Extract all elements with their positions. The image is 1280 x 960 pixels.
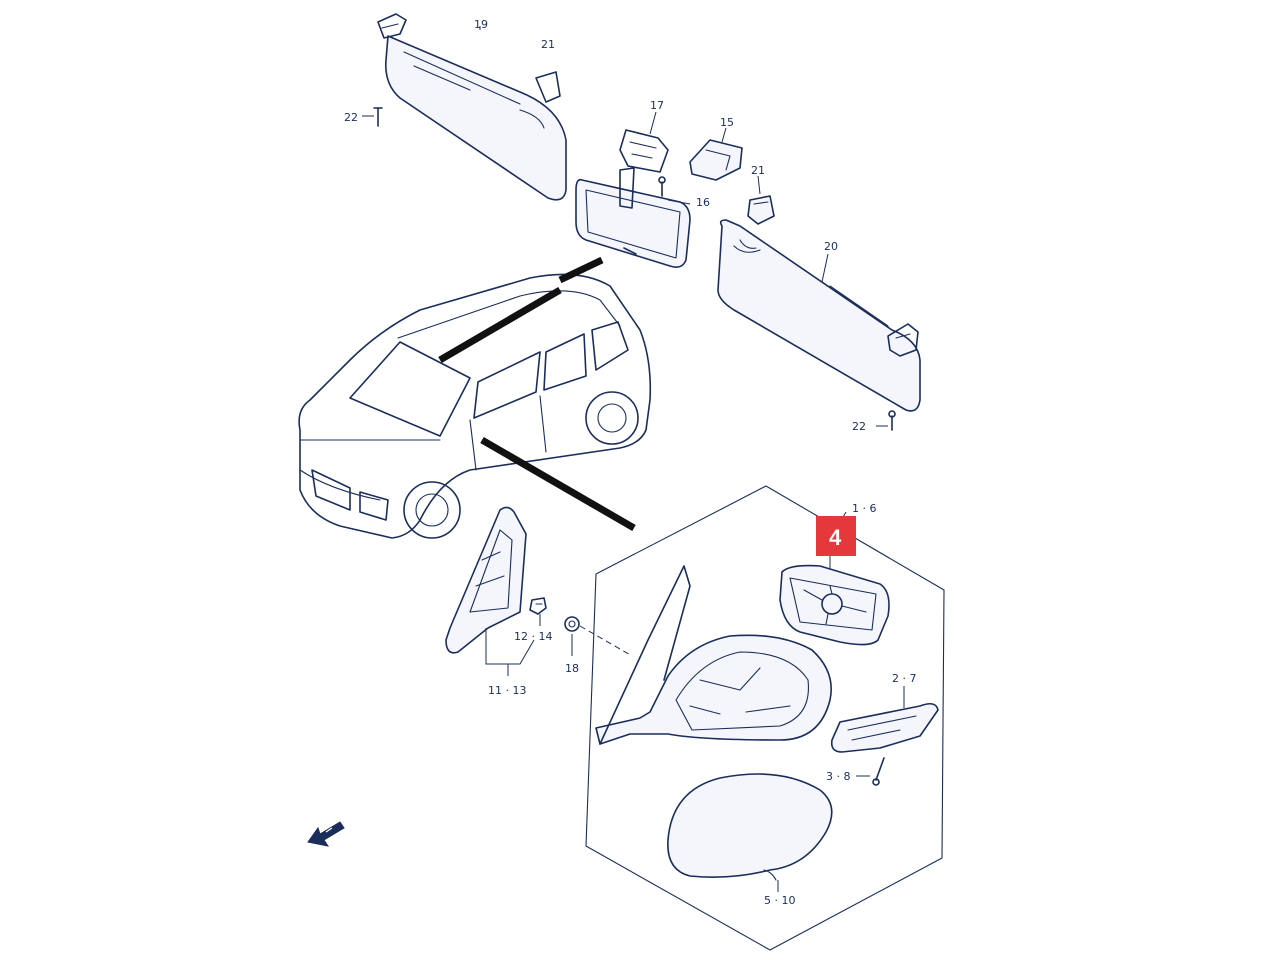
- label-18: 18: [565, 662, 579, 675]
- bracket: [689, 127, 743, 181]
- front-arrow-icon: [307, 821, 345, 847]
- assembly-frame: [585, 485, 945, 951]
- label-21-right: 21: [751, 164, 765, 177]
- highlight-badge: 4: [816, 516, 856, 572]
- label-11-13: 11 · 13: [488, 684, 526, 697]
- holder-right: [747, 175, 775, 225]
- label-12-14: 12 · 14: [514, 630, 552, 643]
- screw-right: [876, 410, 896, 431]
- mirror-glass: [779, 564, 890, 646]
- lamp-screw: [856, 757, 885, 786]
- highlight-number: 4: [829, 525, 842, 550]
- label-1-6: 1 · 6: [852, 502, 877, 515]
- label-17: 17: [650, 99, 664, 112]
- label-5-10: 5 · 10: [764, 894, 796, 907]
- grommet: [564, 616, 633, 657]
- screw-left: [362, 107, 383, 127]
- label-19: 19: [474, 18, 488, 31]
- label-22-left: 22: [344, 111, 358, 124]
- mirror-housing: [595, 565, 832, 745]
- turn-lamp: [830, 686, 939, 753]
- sunvisor-left: [377, 13, 567, 201]
- clip: [529, 597, 547, 626]
- car-illustration: [298, 273, 652, 539]
- label-20: 20: [824, 240, 838, 253]
- label-21-left: 21: [541, 38, 555, 51]
- reference-lines: [438, 256, 636, 532]
- label-16: 16: [696, 196, 710, 209]
- sunvisor-right: [717, 219, 921, 412]
- label-22-right: 22: [852, 420, 866, 433]
- inner-mirror: [575, 129, 691, 268]
- label-3-8: 3 · 8: [826, 770, 851, 783]
- garnish: [445, 506, 535, 676]
- label-2-7: 2 · 7: [892, 672, 917, 685]
- mirror-cover: [667, 773, 833, 892]
- mirror-screw: [658, 176, 691, 205]
- label-15: 15: [720, 116, 734, 129]
